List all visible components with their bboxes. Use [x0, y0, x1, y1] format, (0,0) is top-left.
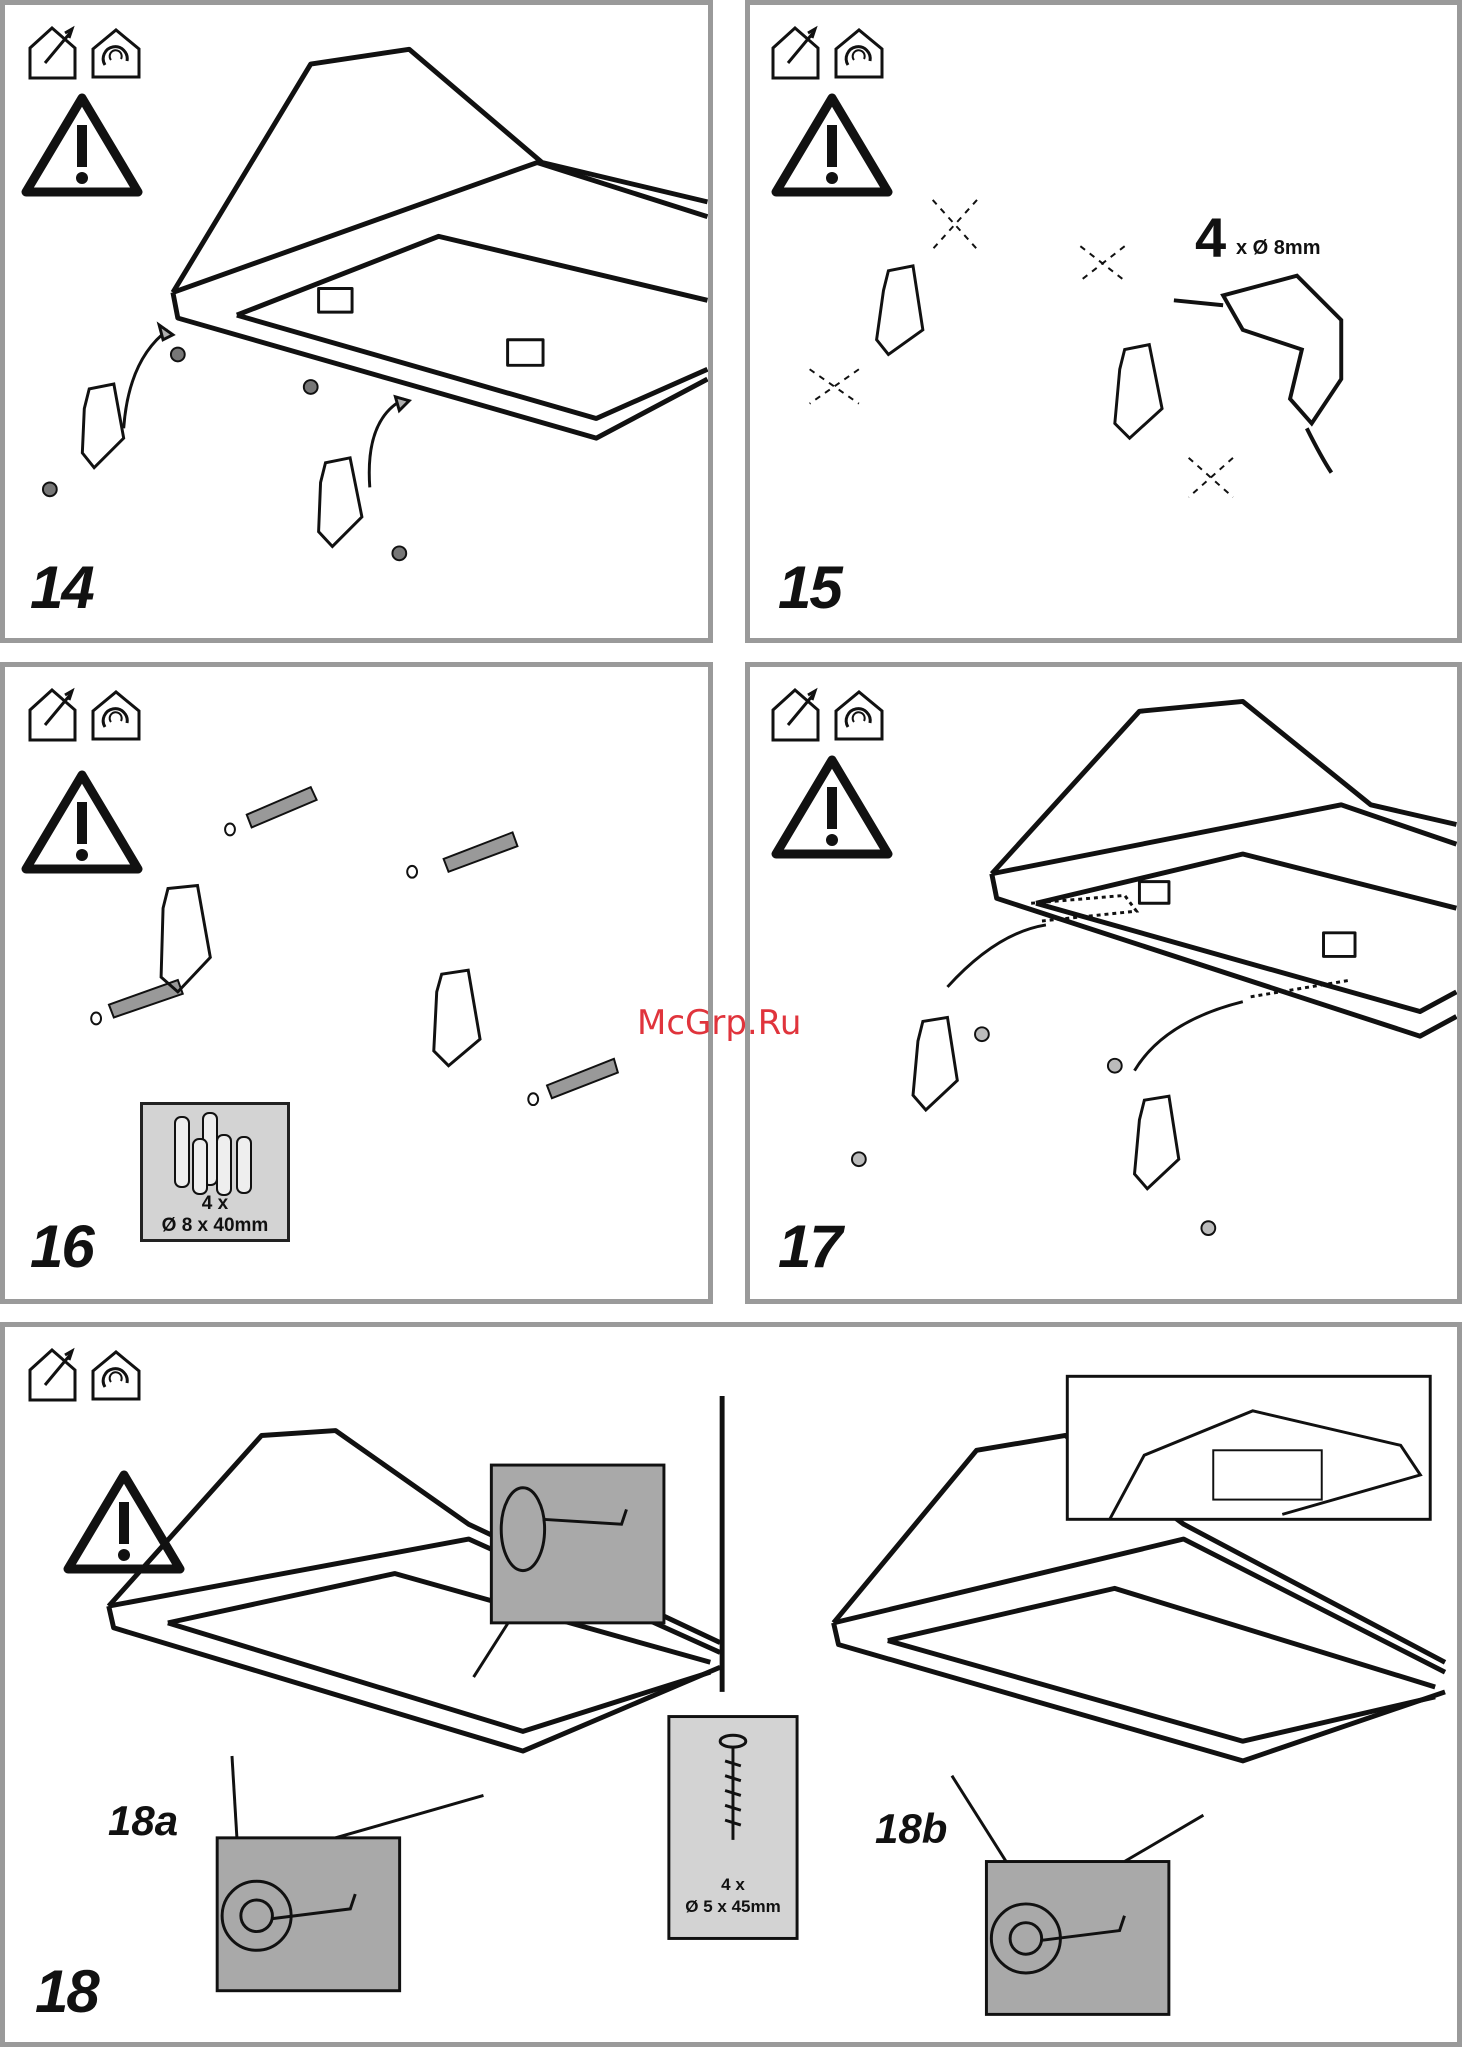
watermark: McGrp.Ru [637, 1003, 801, 1043]
step-number: 18 [35, 1957, 98, 2026]
drill-spec: x Ø 8mm [1236, 237, 1320, 260]
house-recirculation-icon [832, 689, 887, 743]
drill-quantity: 4 [1195, 205, 1226, 270]
house-ducted-icon [25, 685, 80, 743]
house-ducted-icon [25, 1345, 80, 1403]
step-number: 15 [778, 553, 841, 622]
screw-quantity-label: 4 x [668, 1875, 798, 1895]
plug-quantity: 4 x [143, 1193, 287, 1215]
warning-icon [20, 90, 145, 200]
house-recirculation-icon [832, 27, 887, 81]
warning-icon [20, 767, 145, 877]
substep-18a-label: 18a [108, 1797, 178, 1845]
substep-18b-label: 18b [875, 1805, 947, 1853]
step-number: 17 [778, 1212, 841, 1281]
warning-icon [62, 1467, 187, 1577]
house-recirculation-icon [89, 27, 144, 81]
house-ducted-icon [768, 685, 823, 743]
house-ducted-icon [768, 23, 823, 81]
house-recirculation-icon [89, 1349, 144, 1403]
step-14-panel: 14 [0, 0, 713, 643]
screw-size-label: Ø 5 x 45mm [668, 1897, 798, 1917]
wall-plug-icon [155, 1109, 275, 1197]
step-16-panel: 4 x Ø 8 x 40mm 16 [0, 662, 713, 1304]
house-ducted-icon [25, 23, 80, 81]
step-number: 16 [30, 1212, 93, 1281]
step-17-panel: 17 [745, 662, 1462, 1304]
wall-plugs-illustration [5, 667, 708, 1299]
plug-size: Ø 8 x 40mm [143, 1215, 287, 1237]
step-18-panel: 18a 18b 18 [0, 1322, 1462, 2047]
warning-icon [770, 90, 895, 200]
step-number: 14 [30, 553, 93, 622]
house-recirculation-icon [89, 689, 144, 743]
warning-icon [770, 752, 895, 862]
hood-mounting-illustration [5, 1327, 1457, 2042]
step-15-panel: 4 x Ø 8mm 15 [745, 0, 1462, 643]
wall-plug-spec-box: 4 x Ø 8 x 40mm [140, 1102, 290, 1242]
